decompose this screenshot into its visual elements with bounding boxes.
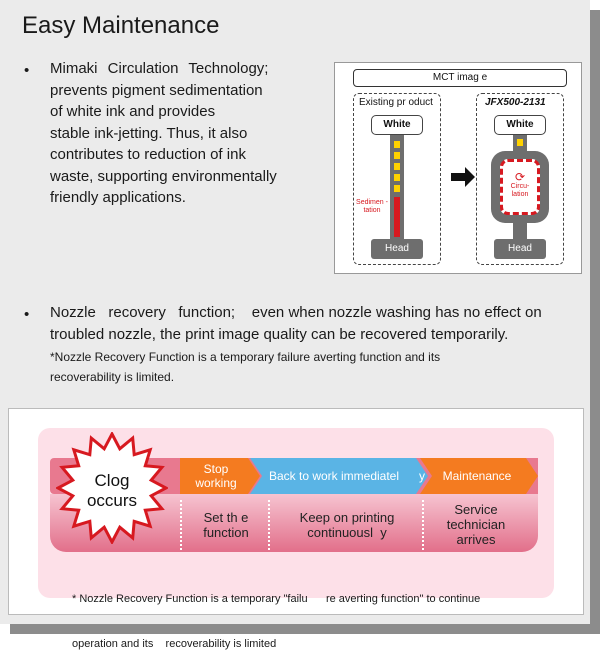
bullet1-line: contributes to reduction of ink <box>50 146 246 163</box>
circulation-label: ⟳ Circu- lation <box>502 171 538 199</box>
bullet1-line: prevents pigment sedimentation <box>50 81 263 99</box>
bullet1-line: friendly applications. <box>50 189 186 206</box>
bullet1-line: Mimaki Circulation Technology; <box>50 60 269 77</box>
sediment-label: Sedimen -tation <box>356 199 388 214</box>
flow-divider <box>422 500 424 550</box>
white-ink-box: White <box>494 115 546 135</box>
sediment-bar <box>394 197 400 237</box>
arrow-shaft <box>451 173 467 181</box>
bullet1-text: Mimaki Circulation Technology; prevents … <box>50 58 326 209</box>
maintenance-arrow <box>420 458 538 494</box>
stop-working-label: Stop working <box>195 462 237 490</box>
bullet1-line: waste, supporting environmentally <box>50 167 277 185</box>
ink-dash <box>394 141 400 148</box>
ink-tube <box>513 223 527 239</box>
print-head: Head <box>494 239 546 259</box>
mct-image-figure: MCT imag e Existing pr oduct White Sedim… <box>334 62 582 274</box>
clog-occurs-label: Clog occurs <box>86 471 138 510</box>
ink-dash <box>394 152 400 159</box>
ink-dash <box>394 174 400 181</box>
ink-dash <box>394 185 400 192</box>
maintenance-label: Maintenance <box>442 469 512 483</box>
flow-divider <box>268 500 270 550</box>
footnote-line: operation and its recoverability is limi… <box>72 638 277 650</box>
print-head: Head <box>371 239 423 259</box>
bullet2-text: Nozzle recovery function; even when nozz… <box>50 302 570 345</box>
ink-dash <box>517 139 523 146</box>
flow-footnote: * Nozzle Recovery Function is a temporar… <box>72 562 542 667</box>
set-function-text: Set th e function <box>203 510 249 540</box>
panel-shadow-bottom <box>10 624 600 634</box>
back-to-work-label: Back to work immediatel y <box>268 469 426 483</box>
ink-dash <box>394 163 400 170</box>
bullet1-line: stable ink-jetting. Thus, it also <box>50 124 248 142</box>
footnote-line: * Nozzle Recovery Function is a temporar… <box>72 593 481 605</box>
clog-burst-icon <box>56 432 168 544</box>
bullet-marker: • <box>24 62 30 79</box>
keep-printing-text: Keep on printing continuousl y <box>299 510 395 540</box>
existing-product-label: Existing pr oduct <box>359 97 433 108</box>
bullet2-note: *Nozzle Recovery Function is a temporary… <box>50 347 570 387</box>
bullet-marker: • <box>24 306 30 323</box>
white-ink-box: White <box>371 115 423 135</box>
note-line: *Nozzle Recovery Function is a temporary… <box>50 350 441 364</box>
circulation-path <box>500 159 540 215</box>
mct-figure-title: MCT imag e <box>353 69 567 87</box>
panel-shadow-right <box>590 10 600 634</box>
circulation-cycle-icon: ⟳ <box>514 170 526 184</box>
service-technician-text: Service technician arrives <box>446 502 506 547</box>
bullet2-line: troubled nozzle, the print image quality… <box>50 325 509 343</box>
circulation-text: Circu- lation <box>510 183 530 198</box>
existing-product-box <box>353 93 441 265</box>
section-title: Easy Maintenance <box>22 12 220 39</box>
flow-divider <box>180 500 182 550</box>
note-line: recoverability is limited. <box>50 370 175 384</box>
jfx-product-box <box>476 93 564 265</box>
back-to-work-arrow <box>250 458 428 494</box>
stop-working-arrow <box>180 458 260 494</box>
jfx-product-label: JFX500-2131 <box>485 97 546 108</box>
bullet1-line: of white ink and provides <box>50 103 216 120</box>
flow-arrows <box>180 458 538 494</box>
arrow-right-icon <box>465 167 475 187</box>
bullet2-line: Nozzle recovery function; even when nozz… <box>50 304 542 321</box>
